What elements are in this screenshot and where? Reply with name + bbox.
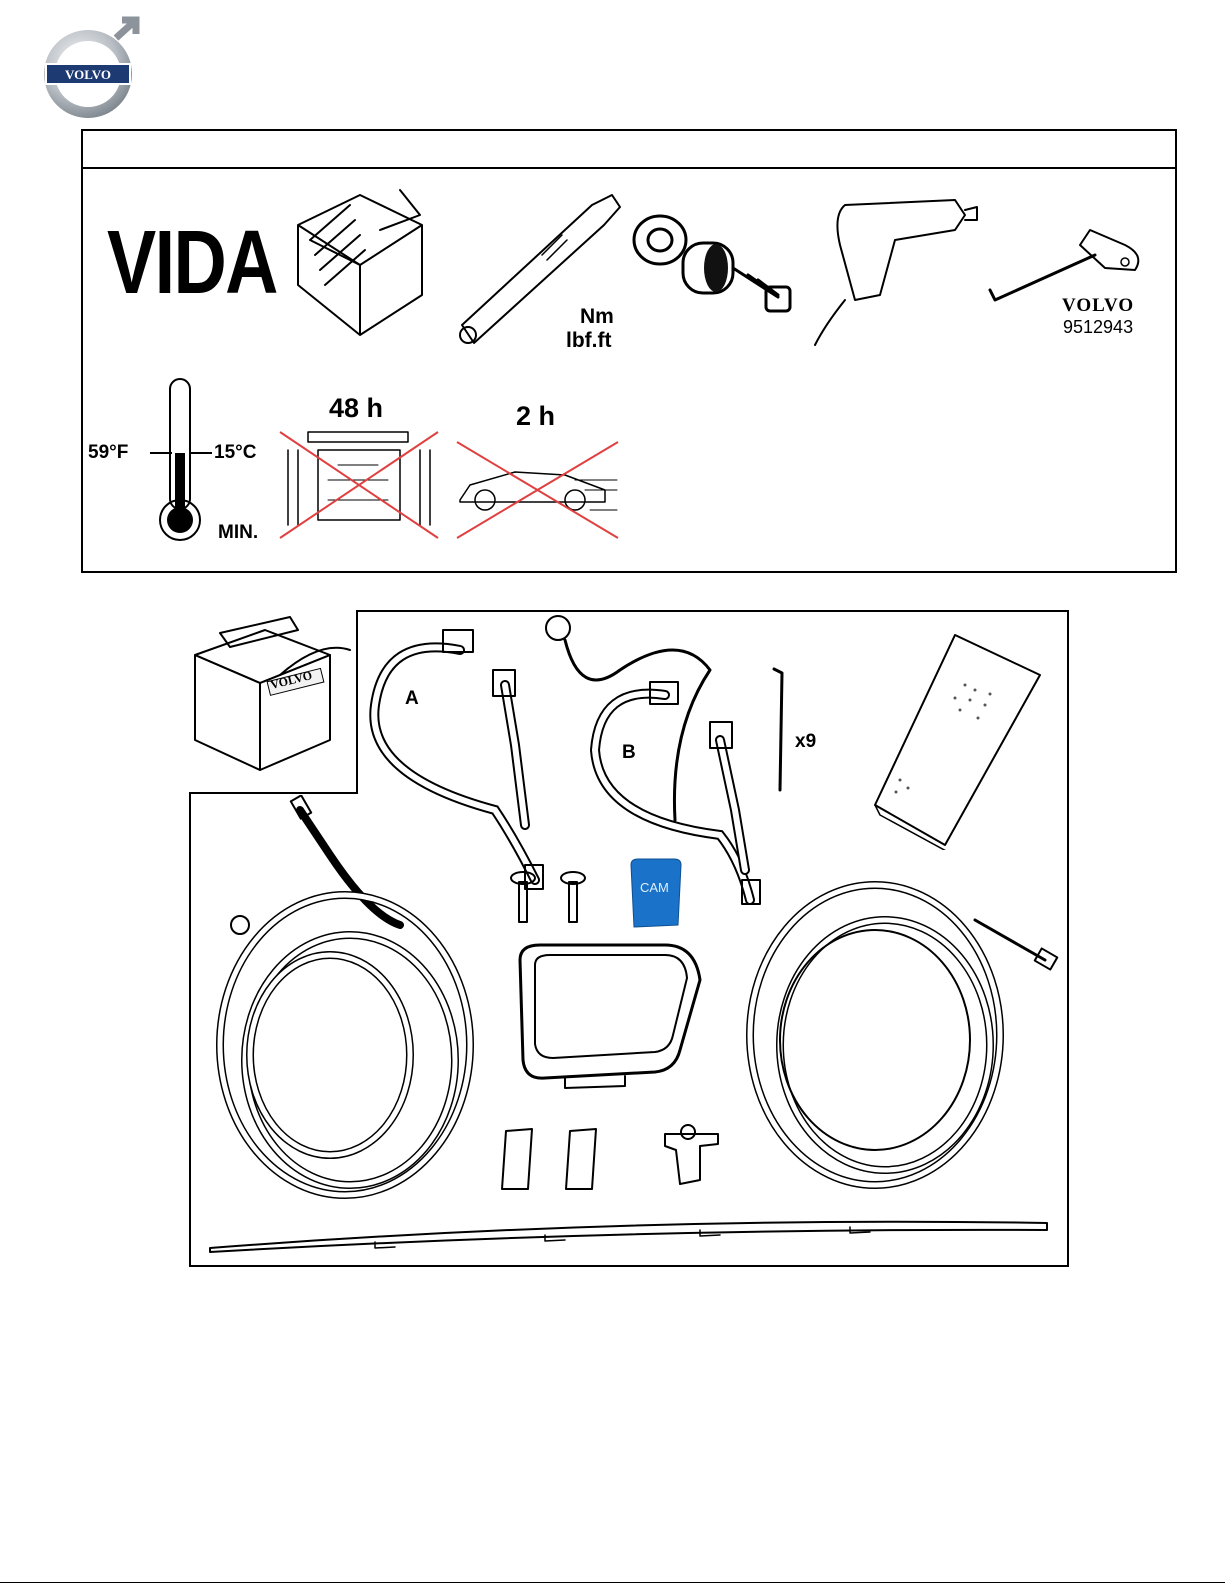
volvo-logo-icon: VOLVO bbox=[36, 14, 146, 124]
torque-unit-nm: Nm bbox=[580, 306, 614, 327]
torque-unit-lbf: lbf.ft bbox=[566, 330, 611, 351]
temp-celsius: 15°C bbox=[214, 443, 256, 462]
cleaning-cloth-icon bbox=[870, 630, 1045, 850]
t-handle-tool-icon bbox=[985, 210, 1150, 305]
camera-bezel-icon bbox=[505, 940, 705, 1090]
clip-icon bbox=[660, 1120, 725, 1190]
cable-tie-icon bbox=[768, 665, 788, 795]
tools-panel-header bbox=[83, 131, 1175, 169]
cam-label-text: CAM bbox=[640, 881, 669, 894]
harness-a-label: A bbox=[405, 689, 419, 708]
cable-tie-qty: x9 bbox=[795, 732, 816, 751]
harness-b-label: B bbox=[622, 743, 636, 762]
socket-set-icon bbox=[628, 205, 808, 335]
vida-label: VIDA bbox=[107, 218, 277, 308]
adhesive-pad-icon bbox=[562, 1127, 602, 1192]
no-carwash-icon bbox=[278, 430, 440, 540]
kit-box-icon bbox=[190, 615, 360, 775]
screw-icon bbox=[558, 870, 588, 925]
volvo-logo-text: VOLVO bbox=[65, 67, 111, 82]
thermometer-tick-left bbox=[150, 452, 172, 454]
adhesive-pad-icon bbox=[498, 1127, 538, 1192]
tools-panel bbox=[81, 129, 1177, 573]
thermometer-icon bbox=[155, 375, 205, 545]
drill-icon bbox=[805, 185, 980, 350]
special-tool-number: 9512943 bbox=[1063, 318, 1133, 336]
carwash-wait-label: 48 h bbox=[329, 395, 383, 422]
toolbox-icon bbox=[290, 185, 430, 350]
page-bottom-rule bbox=[0, 1582, 1225, 1583]
thermometer-tick-right bbox=[190, 452, 212, 454]
trim-strip-icon bbox=[205, 1218, 1055, 1256]
cable-coil-icon bbox=[735, 860, 1065, 1195]
drive-wait-label: 2 h bbox=[516, 403, 555, 430]
no-driving-icon bbox=[455, 440, 620, 540]
screw-icon bbox=[508, 870, 538, 925]
temp-fahrenheit: 59°F bbox=[88, 443, 128, 462]
temp-min: MIN. bbox=[218, 523, 258, 542]
cable-coil-icon bbox=[200, 795, 490, 1210]
special-tool-brand: VOLVO bbox=[1062, 296, 1134, 315]
